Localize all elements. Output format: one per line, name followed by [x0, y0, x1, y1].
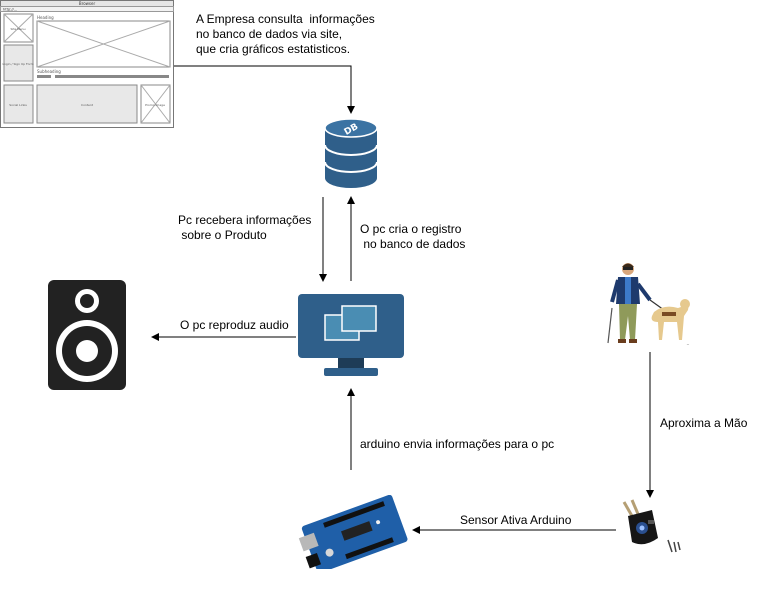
wireframe-address: http://...	[3, 8, 17, 12]
wireframe-heading: Heading	[37, 15, 54, 20]
blind-person-with-guide-dog-image: ~	[607, 263, 690, 347]
wireframe-subheading: Subheading	[37, 69, 61, 74]
label-pc-reproduz-audio: O pc reproduz audio	[180, 318, 289, 332]
wireframe-window-title: Browser	[79, 1, 96, 6]
wireframe-left-top: Site Menu	[11, 27, 26, 31]
label-pc-cria-registro: O pc cria o registro no banco de dados	[360, 222, 466, 251]
wireframe-bottom-right: Promo Image	[145, 103, 165, 107]
wireframe-left-mid: Login / Sign Up Form	[2, 62, 33, 66]
sensor-image	[622, 499, 681, 553]
arduino-board-image	[298, 495, 408, 569]
website-wireframe: Browser http://... Site Menu Heading Log…	[0, 0, 174, 128]
computer-monitor-icon	[298, 294, 404, 376]
speaker-icon	[48, 280, 126, 390]
wireframe-bottom-left: Social Links	[9, 103, 27, 107]
svg-text:~: ~	[687, 343, 690, 347]
label-pc-recebe-informacoes: Pc recebera informações sobre o Produto	[178, 213, 312, 242]
label-arduino-envia: arduino envia informações para o pc	[360, 437, 555, 451]
label-aproxima-mao: Aproxima a Mão	[660, 416, 748, 430]
wireframe-bottom-mid: Content	[81, 103, 94, 107]
label-sensor-ativa-arduino: Sensor Ativa Arduino	[460, 513, 572, 527]
label-empresa-consulta: A Empresa consulta informações no banco …	[196, 12, 375, 56]
database-icon: DB	[324, 118, 378, 188]
arrow-site-to-db	[174, 65, 355, 114]
